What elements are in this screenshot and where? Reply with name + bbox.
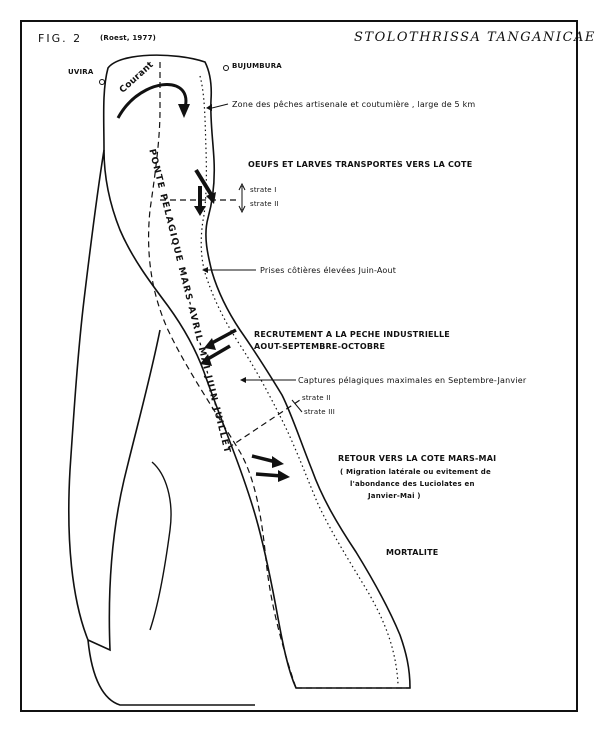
western-shore <box>68 149 161 652</box>
figure-label: FIG. 2 <box>38 32 83 45</box>
species-title: STOLOTHRISSA TANGANICAE <box>354 30 596 45</box>
fishing-zone-line <box>199 75 399 685</box>
figure-frame <box>20 20 578 712</box>
strata-arrow-down-icon <box>238 205 246 214</box>
pelagic-catches-label: Captures pélagiques maximales en Septemb… <box>298 376 527 385</box>
current-arrow <box>116 83 188 119</box>
strata-arrow-up-icon <box>238 182 246 191</box>
fishing-zone-label: Zone des pêches artisenale et coutumière… <box>232 100 476 109</box>
figure-source: (Roest, 1977) <box>100 34 157 42</box>
uvira-marker-icon <box>99 79 105 85</box>
return-label-1: RETOUR VERS LA COTE MARS-MAI <box>338 454 497 463</box>
current-arrowhead-icon <box>178 104 190 118</box>
return-label-3: l'abondance des Luciolates en <box>350 480 475 488</box>
recruitment-label-2: AOUT-SEPTEMBRE-OCTOBRE <box>254 342 386 351</box>
strate-1-label: strate I <box>250 186 277 194</box>
southern-shore <box>87 639 255 706</box>
western-bay <box>149 461 172 631</box>
pointer-fishing-zone <box>211 103 229 109</box>
recruit-arrow-1-icon <box>209 328 237 346</box>
strate-2-label: strate II <box>250 200 279 208</box>
return-label-2: ( Migration latérale ou evitement de <box>340 468 491 476</box>
strate-3-label: strate III <box>304 408 336 416</box>
recruit-arrow-2-icon <box>205 344 231 362</box>
eggs-larvae-label: OEUFS ET LARVES TRANSPORTES VERS LA COTE <box>248 160 473 169</box>
lake-outline <box>102 54 411 689</box>
strata-boundary-2 <box>227 399 301 449</box>
uvira-label: UVIRA <box>68 68 94 76</box>
coastal-catches-label: Prises côtières élevées Juin-Aout <box>260 266 397 275</box>
spawning-dashed-line <box>147 62 297 689</box>
larvae-arrow-1-icon <box>194 168 214 198</box>
bujumbura-label: BUJUMBURA <box>232 62 282 70</box>
strate-2b-label: strate II <box>302 394 331 402</box>
recruitment-label-1: RECRUTEMENT A LA PECHE INDUSTRIELLE <box>254 330 450 339</box>
return-arrow-2-icon <box>255 472 283 478</box>
mortality-label: MORTALITE <box>386 548 439 557</box>
bujumbura-marker-icon <box>223 65 229 71</box>
return-label-4: Janvier-Mai ) <box>368 492 421 500</box>
